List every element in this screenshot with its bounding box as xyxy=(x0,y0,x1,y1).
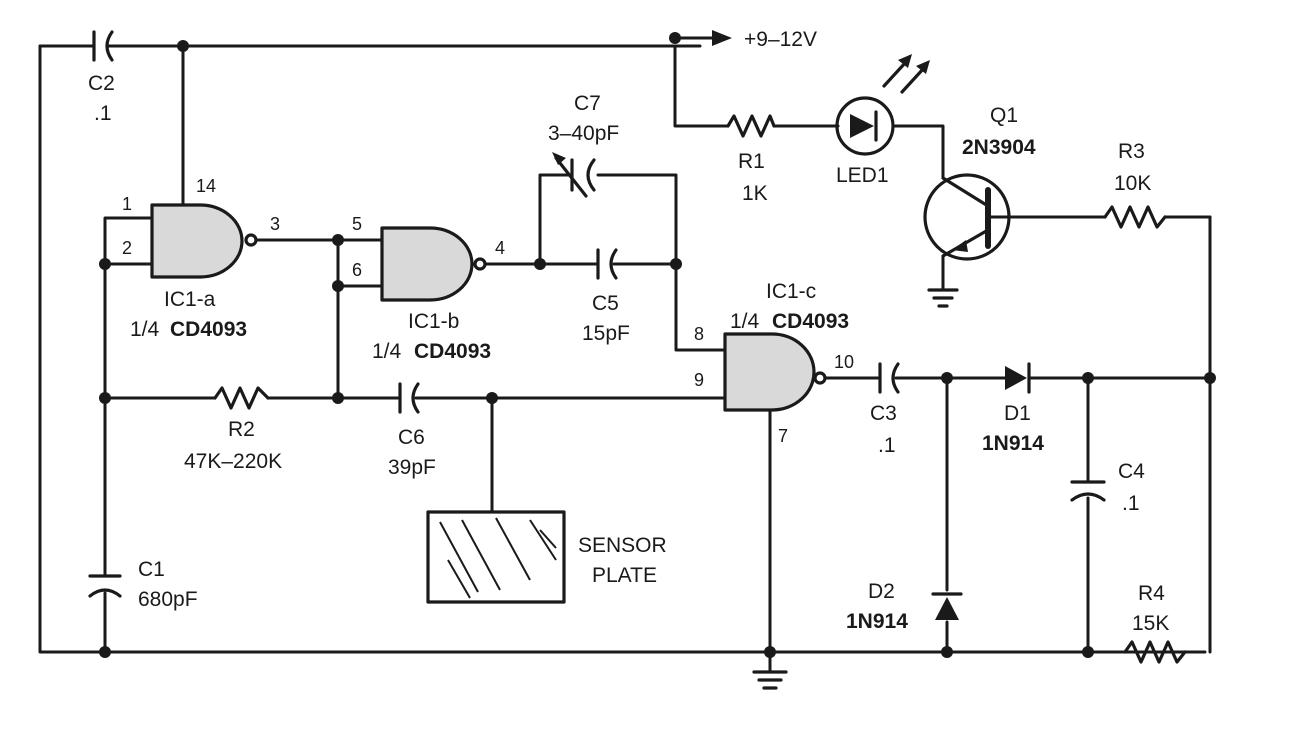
ic1b-ref: IC1-b xyxy=(408,310,459,333)
pin-5: 5 xyxy=(352,214,362,234)
capacitor-c6: C6 39pF xyxy=(388,382,436,479)
wires xyxy=(38,44,1212,672)
ic1b-part: CD4093 xyxy=(414,340,491,363)
sensor-label-line2: PLATE xyxy=(592,564,657,587)
pin-2: 2 xyxy=(122,238,132,258)
diode-d1: D1 1N914 xyxy=(982,362,1044,455)
sensor-label-line1: SENSOR xyxy=(578,534,667,557)
pin-8: 8 xyxy=(694,324,704,344)
c2-value: .1 xyxy=(94,102,112,125)
capacitor-c4: C4 .1 xyxy=(1070,460,1145,515)
pin-numbers: 1 2 3 4 5 6 7 8 9 10 14 xyxy=(122,176,854,446)
c4-ref: C4 xyxy=(1118,460,1145,483)
r1-value: 1K xyxy=(742,182,768,205)
capacitor-c5: C5 15pF xyxy=(582,248,630,345)
d1-part: 1N914 xyxy=(982,432,1044,455)
r2-ref: R2 xyxy=(228,418,255,441)
ground-main xyxy=(752,670,788,690)
gate-ic1a: IC1-a 1/4 CD4093 xyxy=(130,203,258,341)
r4-value: 15K xyxy=(1132,612,1169,635)
gate-ic1b: IC1-b 1/4 CD4093 xyxy=(372,226,491,363)
junction-dots xyxy=(99,32,1216,658)
pin-1: 1 xyxy=(122,194,132,214)
resistor-r3: R3 10K xyxy=(1103,140,1167,229)
resistor-r2: R2 47K–220K xyxy=(184,386,282,473)
r3-value: 10K xyxy=(1114,172,1151,195)
ic1a-ref: IC1-a xyxy=(164,288,216,311)
ic1c-prefix: 1/4 xyxy=(730,310,760,333)
pin-7: 7 xyxy=(778,426,788,446)
pin-6: 6 xyxy=(352,260,362,280)
c6-value: 39pF xyxy=(388,456,436,479)
r2-value: 47K–220K xyxy=(184,450,282,473)
c7-ref: C7 xyxy=(574,92,601,115)
c1-ref: C1 xyxy=(138,558,165,581)
ic1a-part: CD4093 xyxy=(170,318,247,341)
resistor-r4: R4 15K xyxy=(1123,582,1187,664)
ic1c-part: CD4093 xyxy=(772,310,849,333)
c5-value: 15pF xyxy=(582,322,630,345)
d2-ref: D2 xyxy=(868,580,895,603)
ic1b-prefix: 1/4 xyxy=(372,340,402,363)
pin-3: 3 xyxy=(270,214,280,234)
c5-ref: C5 xyxy=(592,292,619,315)
diode-d2: D2 1N914 xyxy=(846,580,963,633)
d1-ref: D1 xyxy=(1004,402,1031,425)
q1-part: 2N3904 xyxy=(962,136,1036,159)
q1-ref: Q1 xyxy=(990,104,1018,127)
transistor-q1: Q1 2N3904 xyxy=(923,104,1036,261)
supply-label: +9–12V xyxy=(744,28,817,51)
c6-ref: C6 xyxy=(398,426,425,449)
d2-part: 1N914 xyxy=(846,610,908,633)
ic1c-ref: IC1-c xyxy=(766,280,816,303)
r4-ref: R4 xyxy=(1138,582,1165,605)
sensor-plate: SENSOR PLATE xyxy=(426,510,667,604)
r1-ref: R1 xyxy=(738,150,765,173)
pin-14: 14 xyxy=(196,176,216,196)
r3-ref: R3 xyxy=(1118,140,1145,163)
capacitor-c1: C1 680pF xyxy=(88,558,198,611)
led1: LED1 xyxy=(835,54,930,187)
led1-ref: LED1 xyxy=(836,164,889,187)
pin-10: 10 xyxy=(834,352,854,372)
gate-ic1c: IC1-c 1/4 CD4093 xyxy=(723,280,849,412)
supply-terminal: +9–12V xyxy=(673,28,817,51)
pin-9: 9 xyxy=(694,370,704,390)
ic1a-prefix: 1/4 xyxy=(130,318,160,341)
ground-q1 xyxy=(927,288,959,308)
resistor-r1: R1 1K xyxy=(726,114,776,205)
c1-value: 680pF xyxy=(138,588,198,611)
pin-4: 4 xyxy=(495,238,505,258)
c7-value: 3–40pF xyxy=(548,122,619,145)
capacitor-c2: C2 .1 xyxy=(88,30,115,125)
c2-ref: C2 xyxy=(88,72,115,95)
c3-value: .1 xyxy=(878,434,896,457)
capacitor-c7-variable: C7 3–40pF xyxy=(548,92,619,198)
capacitor-c3: C3 .1 xyxy=(870,362,900,457)
c4-value: .1 xyxy=(1122,492,1140,515)
c3-ref: C3 xyxy=(870,402,897,425)
